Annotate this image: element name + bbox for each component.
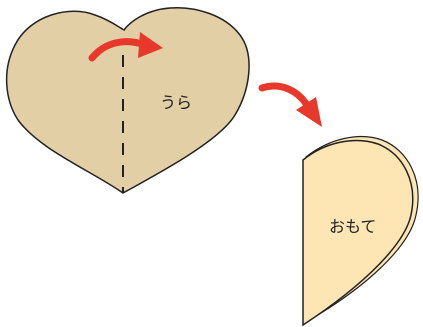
transition-arrow-head: [296, 97, 322, 127]
back-label: うら: [160, 93, 192, 112]
fold-arrow-head: [138, 32, 163, 58]
front-label: おもて: [329, 217, 376, 236]
folded-half-heart: [302, 139, 414, 327]
transition-arrow: [258, 82, 311, 109]
heart-shape: [5, 6, 250, 194]
